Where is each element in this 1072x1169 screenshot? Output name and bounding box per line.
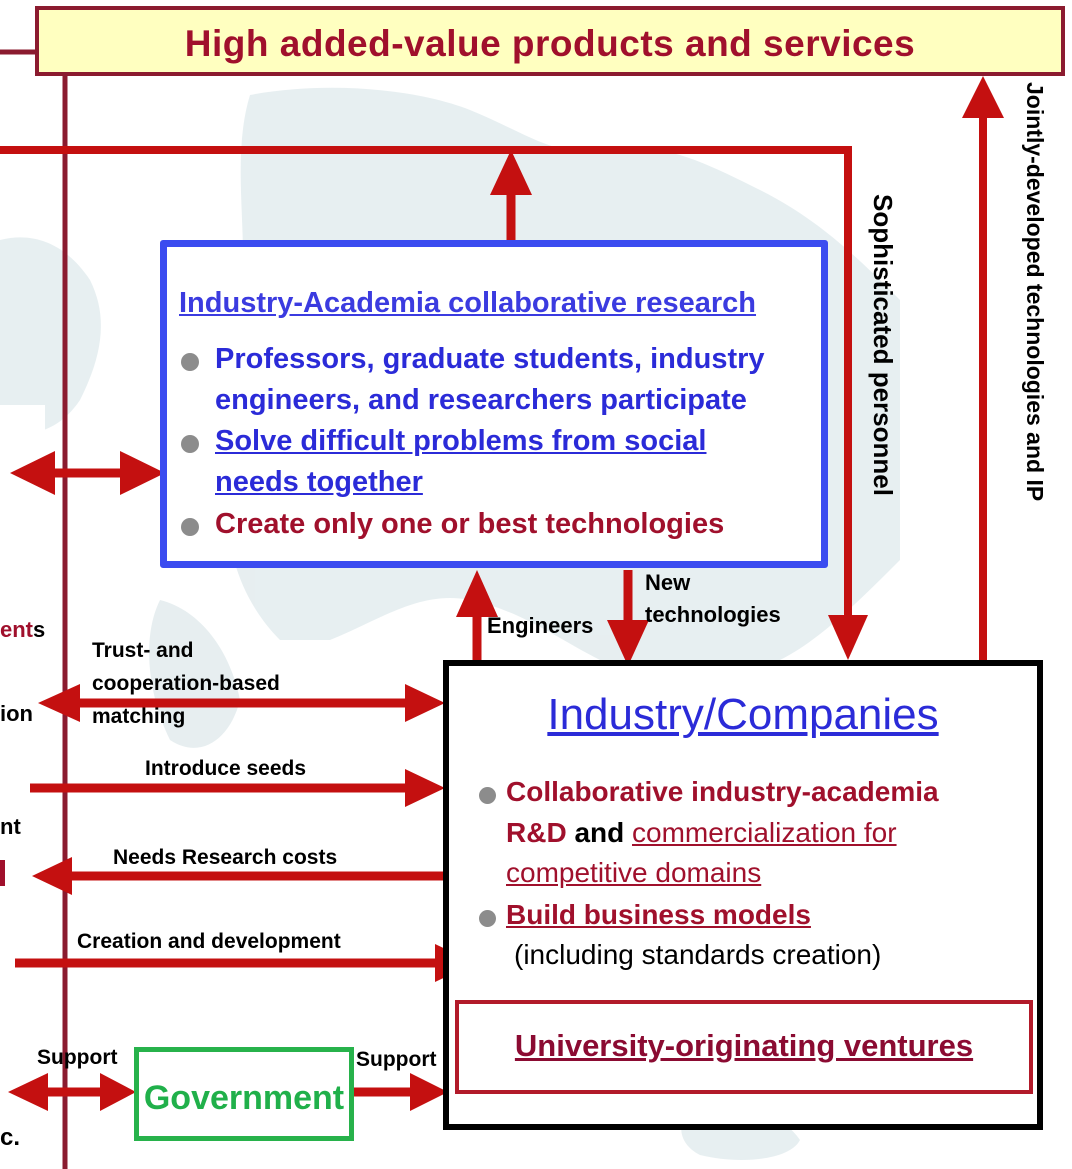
industry-bullet-2-sub: (including standards creation)	[514, 939, 882, 970]
engineers-arrowhead	[456, 570, 498, 617]
new-technologies-label-2: technologies	[645, 602, 781, 627]
new-technologies-arrowhead	[607, 620, 649, 666]
left-fragment-nt: nt	[0, 814, 21, 839]
collab-bullet-2-line-2: needs together	[215, 466, 423, 498]
bullet-icon	[181, 353, 199, 371]
industry-companies-box: Industry/Companies Collaborative industr…	[443, 660, 1043, 1130]
jointly-developed-arrowhead	[962, 76, 1004, 118]
left-fragment-red-mark	[0, 860, 5, 886]
collab-bullet-1-line-2: engineers, and researchers participate	[215, 384, 747, 416]
creation-development-label: Creation and development	[77, 930, 341, 953]
trust-label-1: Trust- and	[92, 639, 194, 662]
support-right-label: Support	[356, 1048, 437, 1071]
trust-arrowhead-left	[38, 684, 80, 722]
support-right-arrowhead	[410, 1073, 448, 1111]
collab-double-arrowhead-right	[120, 451, 165, 495]
trust-arrowhead-right	[405, 684, 445, 722]
left-fragment-c: c.	[0, 1124, 21, 1151]
fragment-s: s	[33, 617, 46, 642]
support-left-arrowhead-left	[8, 1073, 48, 1111]
banner-title: High added-value products and services	[184, 23, 916, 64]
commercialization-link: commercialization for	[632, 817, 897, 848]
sophisticated-personnel-arrowhead	[828, 615, 868, 660]
engineers-label: Engineers	[487, 613, 594, 638]
bullet-icon	[479, 787, 496, 804]
bullet-icon	[181, 435, 199, 453]
trust-label-2: cooperation-based	[92, 672, 280, 695]
industry-bullet-2: Build business models	[506, 899, 811, 930]
fragment-red: ent	[0, 617, 33, 642]
rd-text: R&D	[506, 817, 567, 848]
collab-bullet-3: Create only one or best technologies	[215, 508, 725, 540]
collab-bullet-1-line-1: Professors, graduate students, industry	[215, 343, 765, 375]
introduce-seeds-label: Introduce seeds	[145, 757, 307, 780]
and-text: and	[566, 817, 633, 848]
banner: High added-value products and services	[35, 6, 1065, 76]
industry-bullet-1-line-3: competitive domains	[506, 857, 762, 888]
needs-research-costs-label: Needs Research costs	[113, 846, 338, 869]
ventures-label: University-originating ventures	[514, 1028, 974, 1063]
introduce-seeds-arrowhead	[405, 769, 445, 807]
jointly-developed-label: Jointly-developed technologies and IP	[1022, 82, 1048, 502]
collab-double-arrowhead-left	[10, 451, 55, 495]
government-label: Government	[143, 1079, 345, 1117]
university-ventures-box: University-originating ventures	[455, 1000, 1033, 1094]
bullet-icon	[181, 518, 199, 536]
support-left-arrowhead-right	[100, 1073, 136, 1111]
industry-bullet-1-line-2: R&D and commercialization for	[506, 817, 897, 849]
left-panel-fragment	[0, 900, 45, 995]
left-fragment-ents: ents	[0, 617, 45, 643]
sophisticated-personnel-label: Sophisticated personnel	[868, 194, 898, 496]
collab-title: Industry-Academia collaborative research	[179, 287, 757, 319]
new-technologies-label-1: New	[645, 570, 691, 595]
industry-bullet-1-line-1: Collaborative industry-academia	[506, 776, 939, 807]
needs-arrowhead	[32, 857, 72, 895]
support-left-label: Support	[37, 1046, 118, 1069]
government-box: Government	[134, 1047, 354, 1141]
left-fragment-ion: ion	[0, 701, 33, 726]
bullet-icon	[479, 910, 496, 927]
industry-title: Industry/Companies	[547, 690, 939, 739]
collab-up-arrowhead	[490, 150, 532, 195]
trust-label-3: matching	[92, 705, 186, 728]
collab-bullet-2-line-1: Solve difficult problems from social	[215, 425, 707, 457]
collaborative-research-box: Industry-Academia collaborative research…	[160, 240, 828, 568]
